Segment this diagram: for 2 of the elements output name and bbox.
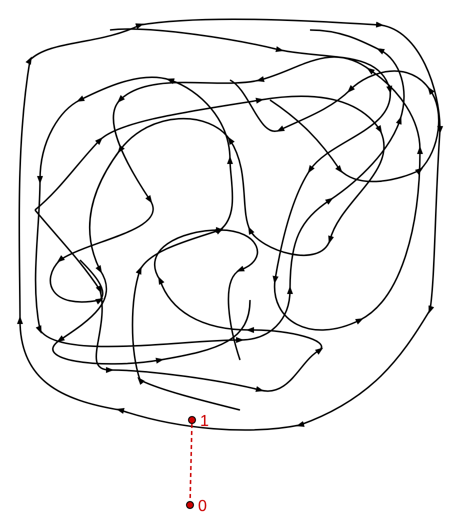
point-label: 1 xyxy=(200,414,209,430)
point-label: 0 xyxy=(198,499,207,513)
